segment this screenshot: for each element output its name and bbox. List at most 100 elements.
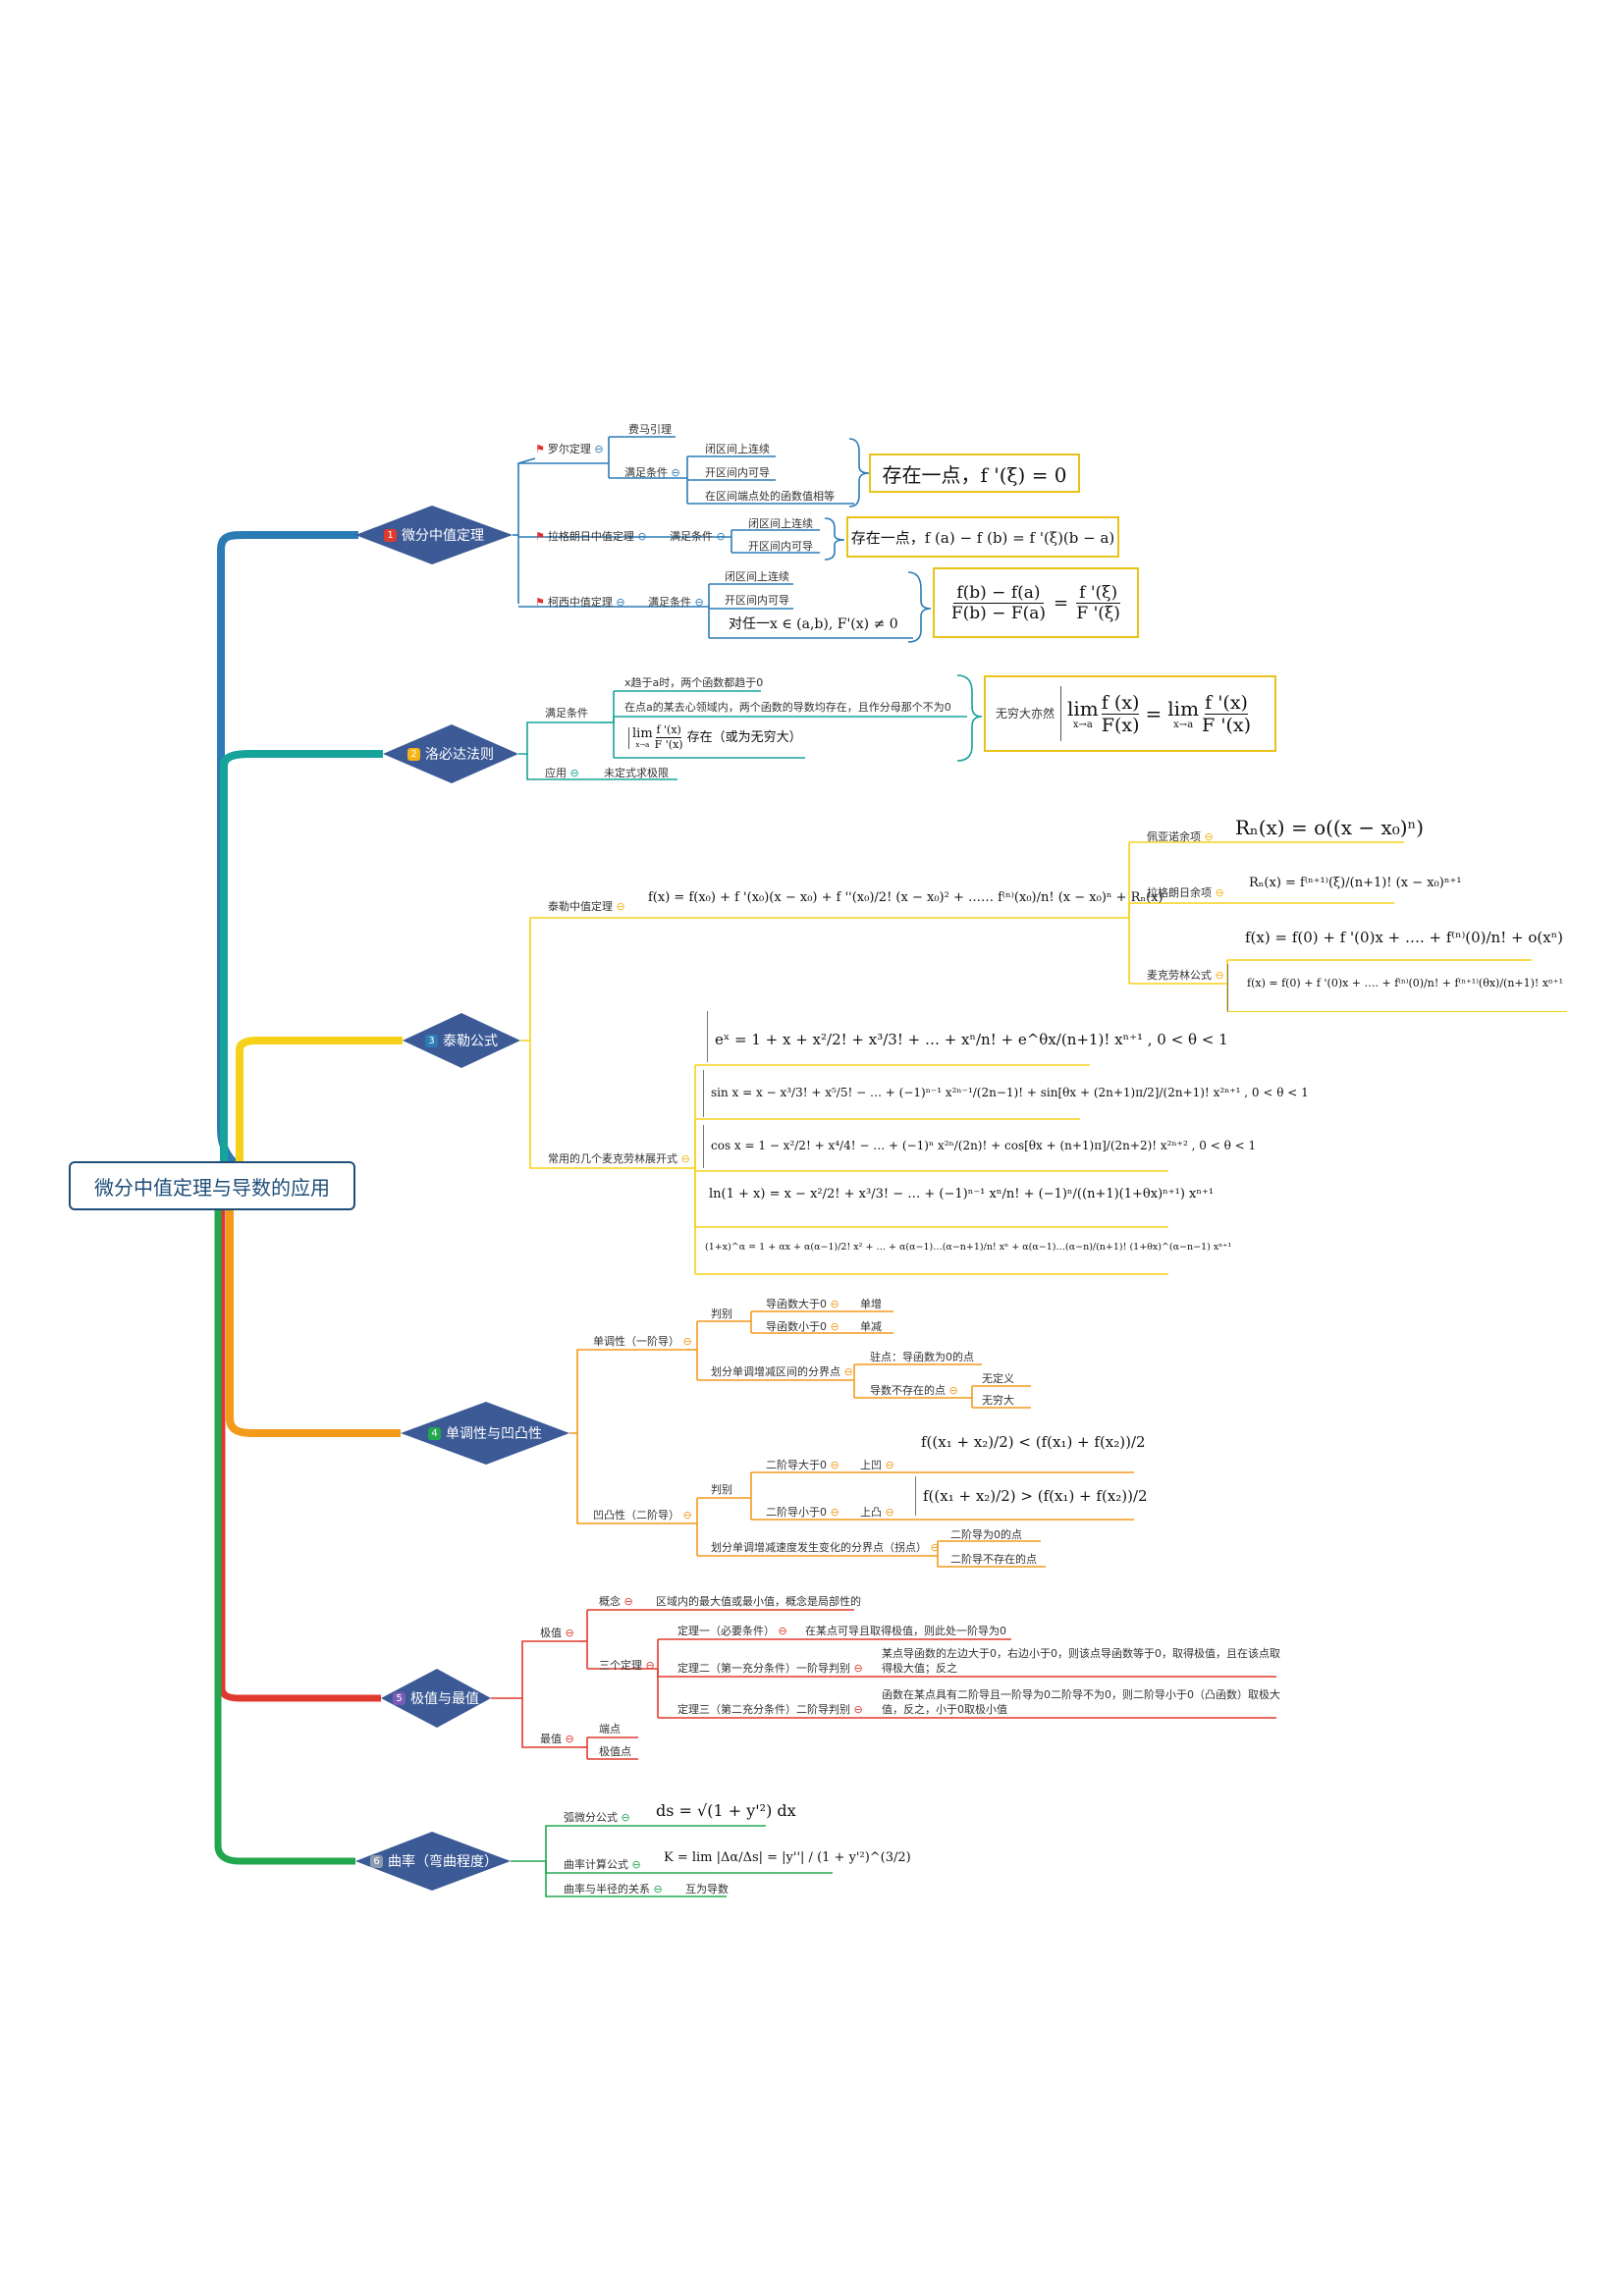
formula-cos[interactable]: cos x = 1 − x²/2! + x⁴/4! − … + (−1)ⁿ x²… xyxy=(711,1139,1257,1152)
collapse-toggle-icon[interactable]: ⊖ xyxy=(1215,886,1224,899)
node-cauchy-c3[interactable]: 对任一x ∈ (a,b), F'(x) ≠ 0 xyxy=(729,616,898,632)
formula-curvature[interactable]: K = lim |Δα/Δs| = |y''| / (1 + y'²)^(3/2… xyxy=(664,1850,911,1865)
collapse-toggle-icon[interactable]: ⊖ xyxy=(778,1625,787,1637)
node-theorem-2[interactable]: 定理二（第一充分条件）一阶导判别 ⊖ xyxy=(677,1662,863,1675)
node-concavity[interactable]: 凹凸性（二阶导） ⊖ xyxy=(593,1509,692,1522)
formula-sin[interactable]: sin x = x − x³/3! + x⁵/5! − … + (−1)ⁿ⁻¹ … xyxy=(711,1086,1309,1099)
node-cauchy-c1[interactable]: 闭区间上连续 xyxy=(725,570,789,583)
formula-ln[interactable]: ln(1 + x) = x − x²/2! + x³/3! − … + (−1)… xyxy=(709,1187,1215,1201)
collapse-toggle-icon[interactable]: ⊖ xyxy=(830,1320,839,1333)
root-topic[interactable]: 微分中值定理与导数的应用 xyxy=(69,1161,355,1210)
node-cauchy-conditions[interactable]: 满足条件 ⊖ xyxy=(648,596,704,609)
node-inflection[interactable]: 划分单调增减速度发生变化的分界点（拐点） ⊖ xyxy=(711,1541,940,1554)
node-concave-up[interactable]: 上凹 ⊖ xyxy=(860,1459,894,1471)
collapse-toggle-icon[interactable]: ⊖ xyxy=(948,1384,958,1397)
formula-binomial[interactable]: (1+x)^α = 1 + αx + α(α−1)/2! x² + … + α(… xyxy=(705,1242,1232,1253)
formula-arc-differential[interactable]: ds = √(1 + y'²) dx xyxy=(656,1801,796,1820)
collapse-toggle-icon[interactable]: ⊖ xyxy=(680,1152,690,1165)
formula-concave-down[interactable]: f((x₁ + x₂)/2) > (f(x₁) + f(x₂))/2 xyxy=(923,1487,1148,1505)
node-max-min[interactable]: 最值 ⊖ xyxy=(540,1733,574,1745)
node-rolle-c2[interactable]: 开区间内可导 xyxy=(705,466,770,479)
collapse-toggle-icon[interactable]: ⊖ xyxy=(830,1506,839,1519)
node-decreasing[interactable]: 单减 xyxy=(860,1320,882,1333)
collapse-toggle-icon[interactable]: ⊖ xyxy=(1204,830,1214,843)
node-deriv-positive[interactable]: 导函数大于0 ⊖ xyxy=(766,1298,839,1310)
collapse-toggle-icon[interactable]: ⊖ xyxy=(885,1459,894,1471)
collapse-toggle-icon[interactable]: ⊖ xyxy=(930,1541,940,1554)
node-theorem-3[interactable]: 定理三（第二充分条件）二阶导判别 ⊖ xyxy=(677,1703,863,1716)
node-theorem-3-text-2[interactable]: 值，反之，小于0取极小值 xyxy=(882,1703,1007,1716)
node-second-deriv-negative[interactable]: 二阶导小于0 ⊖ xyxy=(766,1506,839,1519)
node-theorem-2-text-1[interactable]: 某点导函数的左边大于0，右边小于0，则该点导函数等于0，取得极值，且在该点取 xyxy=(882,1647,1280,1660)
collapse-toggle-icon[interactable]: ⊖ xyxy=(671,466,680,479)
formula-taylor[interactable]: f(x) = f(x₀) + f '(x₀)(x − x₀) + f ''(x₀… xyxy=(648,890,1163,905)
node-fermat[interactable]: 费马引理 xyxy=(628,423,672,436)
node-rolle-conditions[interactable]: 满足条件 ⊖ xyxy=(624,466,680,479)
node-inflect-zero[interactable]: 二阶导为0的点 xyxy=(950,1528,1022,1541)
formula-maclaurin-2[interactable]: f(x) = f(0) + f '(0)x + …. + f⁽ⁿ⁾(0)/n! … xyxy=(1247,977,1564,989)
node-lhopital-app-c[interactable]: 未定式求极限 xyxy=(604,767,669,779)
node-undefined[interactable]: 无定义 xyxy=(982,1372,1014,1385)
node-taylor-theorem[interactable]: 泰勒中值定理 ⊖ xyxy=(548,900,625,913)
node-three-theorems[interactable]: 三个定理 ⊖ xyxy=(599,1659,655,1672)
node-concept-text[interactable]: 区域内的最大值或最小值，概念是局部性的 xyxy=(656,1595,861,1608)
formula-lagrange-remainder[interactable]: Rₙ(x) = f⁽ⁿ⁺¹⁾(ξ)/(n+1)! (x − x₀)ⁿ⁺¹ xyxy=(1249,876,1462,890)
node-lhopital-application[interactable]: 应用 ⊖ xyxy=(545,767,579,779)
collapse-toggle-icon[interactable]: ⊖ xyxy=(653,1883,663,1896)
collapse-toggle-icon[interactable]: ⊖ xyxy=(853,1662,863,1675)
node-rolle[interactable]: ⚑罗尔定理 ⊖ xyxy=(535,443,604,455)
collapse-toggle-icon[interactable]: ⊖ xyxy=(616,900,625,913)
node-infinity[interactable]: 无穷大 xyxy=(982,1394,1014,1407)
collapse-toggle-icon[interactable]: ⊖ xyxy=(569,767,579,779)
collapse-toggle-icon[interactable]: ⊖ xyxy=(623,1595,633,1608)
collapse-toggle-icon[interactable]: ⊖ xyxy=(1215,969,1224,982)
node-deriv-negative[interactable]: 导函数小于0 ⊖ xyxy=(766,1320,839,1333)
collapse-toggle-icon[interactable]: ⊖ xyxy=(616,596,625,609)
node-theorem-3-text-1[interactable]: 函数在某点具有二阶导且一阶导为0二阶导不为0，则二阶导小于0（凸函数）取极大 xyxy=(882,1688,1280,1701)
node-peano[interactable]: 佩亚诺余项 ⊖ xyxy=(1147,830,1214,843)
node-maclaurin[interactable]: 麦克劳林公式 ⊖ xyxy=(1147,969,1224,982)
node-theorem-2-text-2[interactable]: 得极大值；反之 xyxy=(882,1662,957,1675)
formula-concave-up[interactable]: f((x₁ + x₂)/2) < (f(x₁) + f(x₂))/2 xyxy=(921,1433,1146,1451)
collapse-toggle-icon[interactable]: ⊖ xyxy=(637,530,647,543)
node-lagrange-c2[interactable]: 开区间内可导 xyxy=(748,540,813,553)
node-extreme-point[interactable]: 极值点 xyxy=(599,1745,631,1758)
node-concave-down[interactable]: 上凸 ⊖ xyxy=(860,1506,894,1519)
node-lhopital-c2[interactable]: 在点a的某去心领域内，两个函数的导数均存在，且作分母那个不为0 xyxy=(624,701,951,714)
node-lagrange-c1[interactable]: 闭区间上连续 xyxy=(748,517,813,530)
node-lagrange-remainder[interactable]: 拉格朗日余项 ⊖ xyxy=(1147,886,1224,899)
collapse-toggle-icon[interactable]: ⊖ xyxy=(621,1811,630,1824)
node-common-expansions[interactable]: 常用的几个麦克劳林展开式 ⊖ xyxy=(548,1152,690,1165)
formula-peano[interactable]: Rₙ(x) = o((x − x₀)ⁿ) xyxy=(1235,816,1425,839)
node-lhopital-c3[interactable]: lim x→a f '(x) F '(x) 存在（或为无穷大） xyxy=(628,723,802,752)
node-monotonicity[interactable]: 单调性（一阶导） ⊖ xyxy=(593,1335,692,1348)
collapse-toggle-icon[interactable]: ⊖ xyxy=(594,443,604,455)
collapse-toggle-icon[interactable]: ⊖ xyxy=(631,1858,641,1871)
node-arc-differential[interactable]: 弧微分公式 ⊖ xyxy=(564,1811,630,1824)
node-theorem-1[interactable]: 定理一（必要条件） ⊖ xyxy=(677,1625,787,1637)
node-theorem-1-text[interactable]: 在某点可导且取得极值，则此处一阶导为0 xyxy=(805,1625,1006,1637)
node-mono-split[interactable]: 划分单调增减区间的分界点 ⊖ xyxy=(711,1365,853,1378)
node-inflect-nonexist[interactable]: 二阶导不存在的点 xyxy=(950,1553,1037,1566)
collapse-toggle-icon[interactable]: ⊖ xyxy=(843,1365,853,1378)
collapse-toggle-icon[interactable]: ⊖ xyxy=(694,596,704,609)
collapse-toggle-icon[interactable]: ⊖ xyxy=(830,1298,839,1310)
node-cauchy[interactable]: ⚑柯西中值定理 ⊖ xyxy=(535,596,625,609)
node-extremum[interactable]: 极值 ⊖ xyxy=(540,1627,574,1639)
node-concav-judge[interactable]: 判别 xyxy=(711,1483,732,1496)
node-curvature-radius-text[interactable]: 互为导数 xyxy=(685,1883,729,1896)
node-endpoint[interactable]: 端点 xyxy=(599,1723,621,1735)
collapse-toggle-icon[interactable]: ⊖ xyxy=(682,1335,692,1348)
formula-maclaurin-1[interactable]: f(x) = f(0) + f '(0)x + …. + f⁽ⁿ⁾(0)/n! … xyxy=(1245,929,1564,946)
node-mono-judge[interactable]: 判别 xyxy=(711,1308,732,1320)
node-lhopital-c1[interactable]: x趋于a时，两个函数都趋于0 xyxy=(624,676,764,689)
node-stationary[interactable]: 驻点：导函数为0的点 xyxy=(870,1351,974,1363)
node-cauchy-c2[interactable]: 开区间内可导 xyxy=(725,594,789,607)
node-curvature-formula[interactable]: 曲率计算公式 ⊖ xyxy=(564,1858,641,1871)
collapse-toggle-icon[interactable]: ⊖ xyxy=(853,1703,863,1716)
node-lhopital-conditions[interactable]: 满足条件 xyxy=(545,707,588,720)
collapse-toggle-icon[interactable]: ⊖ xyxy=(830,1459,839,1471)
node-second-deriv-positive[interactable]: 二阶导大于0 ⊖ xyxy=(766,1459,839,1471)
node-increasing[interactable]: 单增 xyxy=(860,1298,882,1310)
collapse-toggle-icon[interactable]: ⊖ xyxy=(565,1627,574,1639)
